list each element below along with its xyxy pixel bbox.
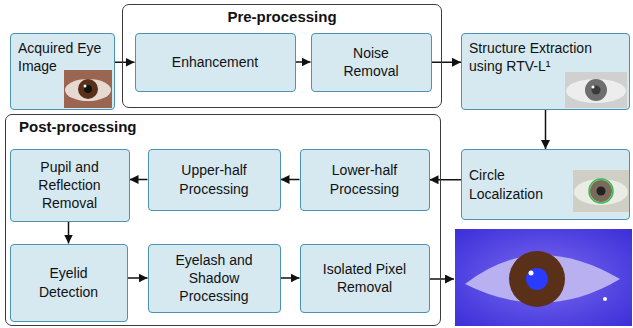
flow-arrow: [68, 222, 70, 244]
stage-group: Pre-processingEnhancement Noise Removal: [122, 4, 442, 108]
localization-photo: [573, 170, 629, 212]
process-box: Lower-half Processing: [300, 149, 430, 211]
step-label: Eyelash and Shadow Processing: [167, 251, 262, 306]
structure-photo: [565, 72, 627, 108]
process-box: Noise Removal: [311, 33, 432, 92]
process-box: Eyelash and Shadow Processing: [148, 244, 281, 313]
flow-arrow: [545, 110, 547, 149]
process-box: Pupil and Reflection Removal: [10, 149, 130, 222]
step-label: Lower-half Processing: [315, 161, 415, 197]
step-label: Eyelid Detection: [29, 264, 109, 300]
flow-arrow: [430, 179, 462, 181]
flow-arrow: [296, 61, 311, 63]
step-label: Noise Removal: [336, 44, 406, 80]
group-heading: Pre-processing: [123, 8, 441, 25]
process-box: Upper-half Processing: [148, 149, 281, 211]
flow-arrow: [432, 62, 462, 64]
flow-arrow: [115, 62, 135, 64]
step-label: Pupil and Reflection Removal: [17, 158, 123, 213]
process-box: Isolated Pixel Removal: [300, 244, 430, 313]
stage-group: Post-processingPupil and Reflection Remo…: [5, 114, 441, 326]
step-label: Isolated Pixel Removal: [315, 260, 415, 296]
group-heading: Post-processing: [19, 118, 137, 135]
process-box: Eyelid Detection: [10, 244, 128, 322]
step-label: Structure Extraction using RTV-L¹: [469, 39, 622, 75]
step-label: Circle Localization: [469, 166, 569, 202]
flow-arrow: [128, 277, 148, 279]
flow-arrow: [281, 277, 300, 279]
step-label: Enhancement: [172, 53, 258, 71]
flow-arrow: [281, 179, 300, 181]
eye-photo: [64, 70, 112, 108]
flow-arrow: [130, 179, 148, 181]
step-label: Acquired Eye Image: [18, 39, 107, 75]
output-arrow: [430, 278, 454, 280]
process-box: Enhancement: [135, 33, 296, 92]
result-photo: [455, 229, 632, 326]
step-label: Upper-half Processing: [164, 161, 264, 197]
